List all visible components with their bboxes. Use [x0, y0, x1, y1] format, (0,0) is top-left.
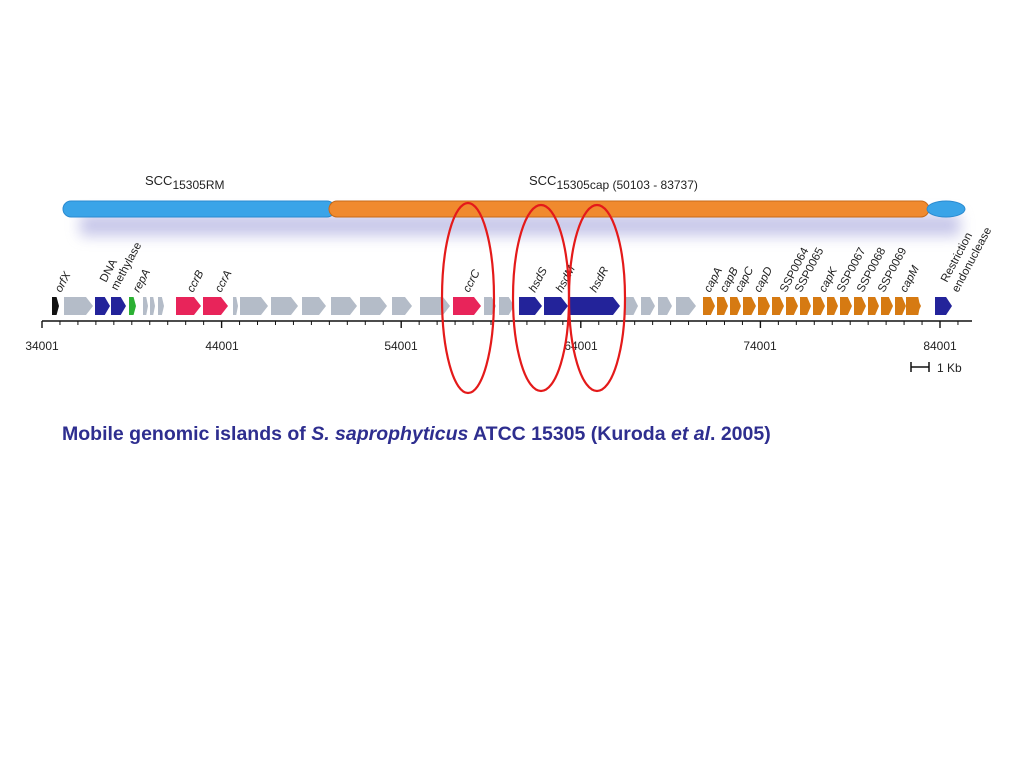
gene-orfx [52, 297, 59, 315]
gene-cap-7 [786, 297, 798, 315]
tick-label-54001: 54001 [384, 339, 418, 353]
gene-gray [64, 297, 93, 315]
gene-hsds [519, 297, 542, 315]
gene-cap-3 [730, 297, 741, 315]
gene-gray [658, 297, 672, 315]
gene-cap-small [906, 297, 911, 315]
gene-gray [420, 297, 450, 315]
gene-repa [129, 297, 136, 315]
genomic-island-map: SCC15305RM SCC15305cap (50103 - 83737) o… [25, 173, 994, 395]
scc-shadow [80, 214, 960, 236]
scc-rm-label: SCC15305RM [145, 173, 224, 192]
gene-gray [641, 297, 655, 315]
gene-track [52, 297, 952, 315]
gene-cap-5 [758, 297, 770, 315]
gene-label-ccrb: ccrB [185, 268, 207, 294]
gene-label-capm: capM [898, 264, 922, 295]
highlight-ccrc [440, 201, 496, 395]
scale-bar: 1 Kb [910, 361, 962, 375]
gene-cap-15 [895, 297, 906, 315]
highlight-hsdr [567, 203, 627, 393]
caption-part3: . 2005) [710, 423, 771, 445]
gene-label-capd: capD [752, 265, 775, 294]
gene-gray [360, 297, 387, 315]
gene-label-hsdr: hsdR [588, 265, 611, 294]
caption-part2: ATCC 15305 (Kuroda [468, 423, 671, 445]
gene-gray [499, 297, 514, 315]
gene-hsdm [544, 297, 568, 315]
gene-cap-11 [840, 297, 852, 315]
gene-label-hsds: hsdS [527, 265, 550, 294]
tick-label-74001: 74001 [743, 339, 777, 353]
scc-small-bar [926, 200, 966, 218]
gene-cap-10 [827, 297, 838, 315]
gene-cap-small-2 [915, 297, 920, 315]
scc-cap-label: SCC15305cap (50103 - 83737) [529, 173, 698, 192]
caption-etal: et al [670, 423, 710, 445]
scc-cap-bar [328, 200, 930, 218]
gene-cap-1 [703, 297, 715, 315]
gene-cap-14 [881, 297, 893, 315]
gene-label-ccrc: ccrC [461, 267, 483, 294]
gene-cap-8 [800, 297, 811, 315]
caption-species: S. saprophyticus [311, 423, 469, 445]
gene-label-hsdm: hsdM [554, 264, 578, 295]
gene-gray [233, 297, 238, 315]
gene-gray [302, 297, 326, 315]
tick-label-44001: 44001 [205, 339, 239, 353]
gene-gray [676, 297, 696, 315]
gene-ccrb [176, 297, 201, 315]
tick-label-64001: 64001 [564, 339, 598, 353]
axis-tick-labels: 34001 44001 54001 64001 74001 84001 [25, 339, 957, 353]
tick-label-84001: 84001 [923, 339, 957, 353]
gene-ccrc [453, 297, 481, 315]
scale-bar-label: 1 Kb [937, 361, 962, 375]
figure-caption: Mobile genomic islands of S. saprophytic… [62, 420, 962, 449]
gene-gray [331, 297, 357, 315]
caption-part1: Mobile genomic islands of [62, 423, 312, 445]
gene-cap-4 [743, 297, 756, 315]
gene-cap-12 [854, 297, 866, 315]
gene-methylase-2 [111, 297, 126, 315]
gene-gray [271, 297, 298, 315]
axis-minor-ticks [41, 321, 959, 328]
gene-cap-13 [868, 297, 879, 315]
gene-gray [143, 297, 148, 315]
gene-ccra [203, 297, 228, 315]
gene-label-orfx: orfX [53, 269, 74, 294]
gene-gray [392, 297, 412, 315]
gene-gray [150, 297, 155, 315]
scc-rm-bar [62, 200, 336, 218]
gene-restriction-endonuclease [935, 297, 952, 315]
gene-cap-9 [813, 297, 825, 315]
tick-label-34001: 34001 [25, 339, 59, 353]
gene-cap-6 [772, 297, 784, 315]
gene-hsdr [570, 297, 620, 315]
gene-cap-2 [717, 297, 728, 315]
gene-gray [240, 297, 268, 315]
gene-methylase [95, 297, 110, 315]
gene-label-repa: repA [131, 267, 153, 294]
gene-gray [158, 297, 164, 315]
gene-gray [625, 297, 638, 315]
gene-label-ccra: ccrA [213, 268, 235, 294]
